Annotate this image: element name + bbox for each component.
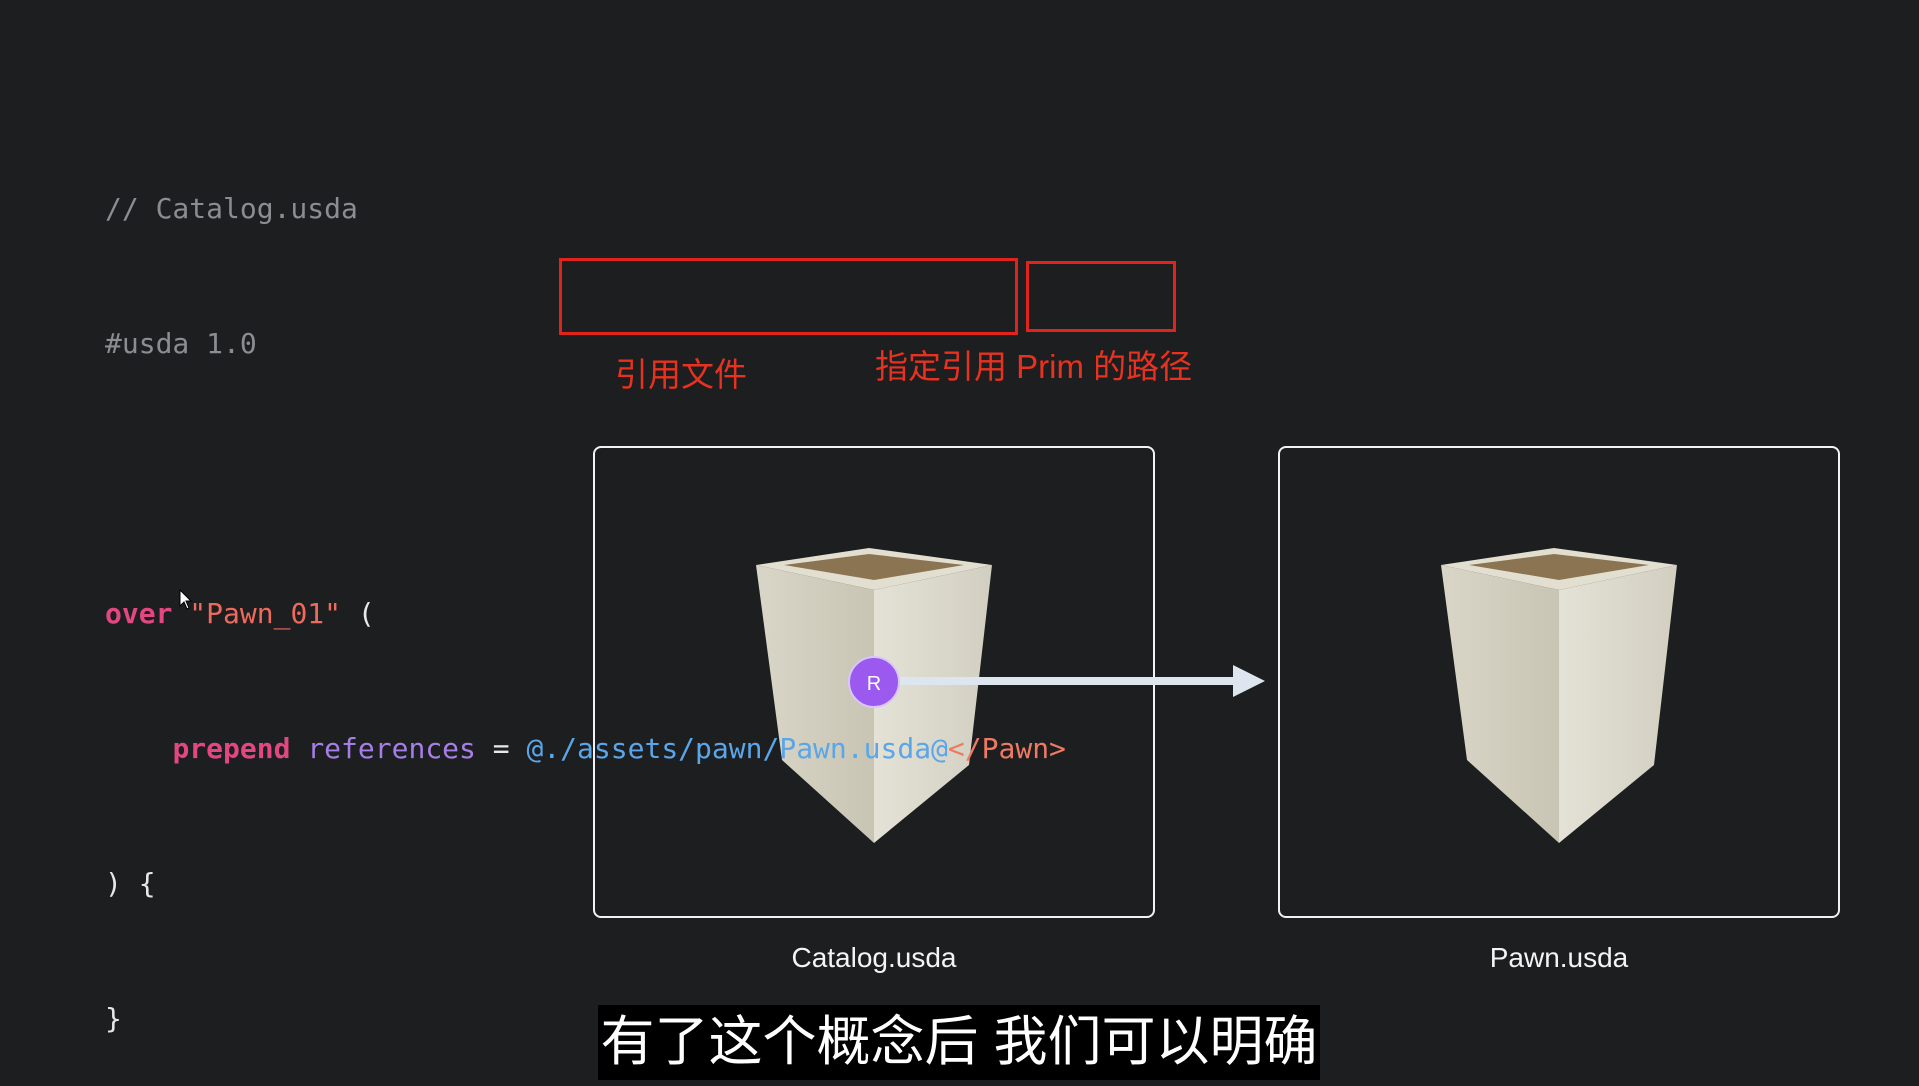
code-block: // Catalog.usda #usda 1.0 over "Pawn_01"…	[105, 96, 1066, 1086]
pawn-caption: Pawn.usda	[1489, 942, 1629, 973]
code-header: #usda 1.0	[105, 327, 257, 360]
pawn-panel	[1278, 446, 1840, 918]
paren: (	[341, 597, 375, 630]
reference-badge-label: R	[867, 673, 881, 695]
keyword-over: over	[105, 597, 173, 630]
file-annotation: 引用文件	[615, 356, 747, 393]
prim-annotation: 指定引用 Prim 的路径	[875, 348, 1193, 385]
references-attr: references	[307, 732, 476, 765]
subtitle-caption: 有了这个概念后 我们可以明确	[598, 1005, 1320, 1080]
reference-badge	[848, 656, 900, 708]
code-comment: // Catalog.usda	[105, 192, 358, 225]
asset-path: @./assets/pawn/Pawn.usda@	[526, 732, 948, 765]
prim-path: </Pawn>	[947, 732, 1066, 765]
diagram-graphics: R	[179, 548, 1677, 843]
mouse-cursor-icon	[179, 588, 193, 610]
equals: =	[475, 732, 527, 765]
keyword-prepend: prepend	[172, 732, 291, 765]
code-close-brace: }	[105, 1002, 122, 1035]
asset-path-highlight	[559, 258, 1018, 335]
catalog-caption: Catalog.usda	[791, 942, 957, 973]
prim-name: "Pawn_01"	[189, 597, 342, 630]
code-over-line: over "Pawn_01" (	[105, 591, 1066, 636]
wooden-box-left	[756, 548, 992, 843]
code-references-line: prepend references = @./assets/pawn/Pawn…	[105, 726, 1066, 771]
prim-path-highlight	[1026, 261, 1176, 332]
wooden-box-right	[1441, 548, 1677, 843]
code-close-paren: ) {	[105, 867, 156, 900]
reference-arrow	[895, 665, 1265, 697]
